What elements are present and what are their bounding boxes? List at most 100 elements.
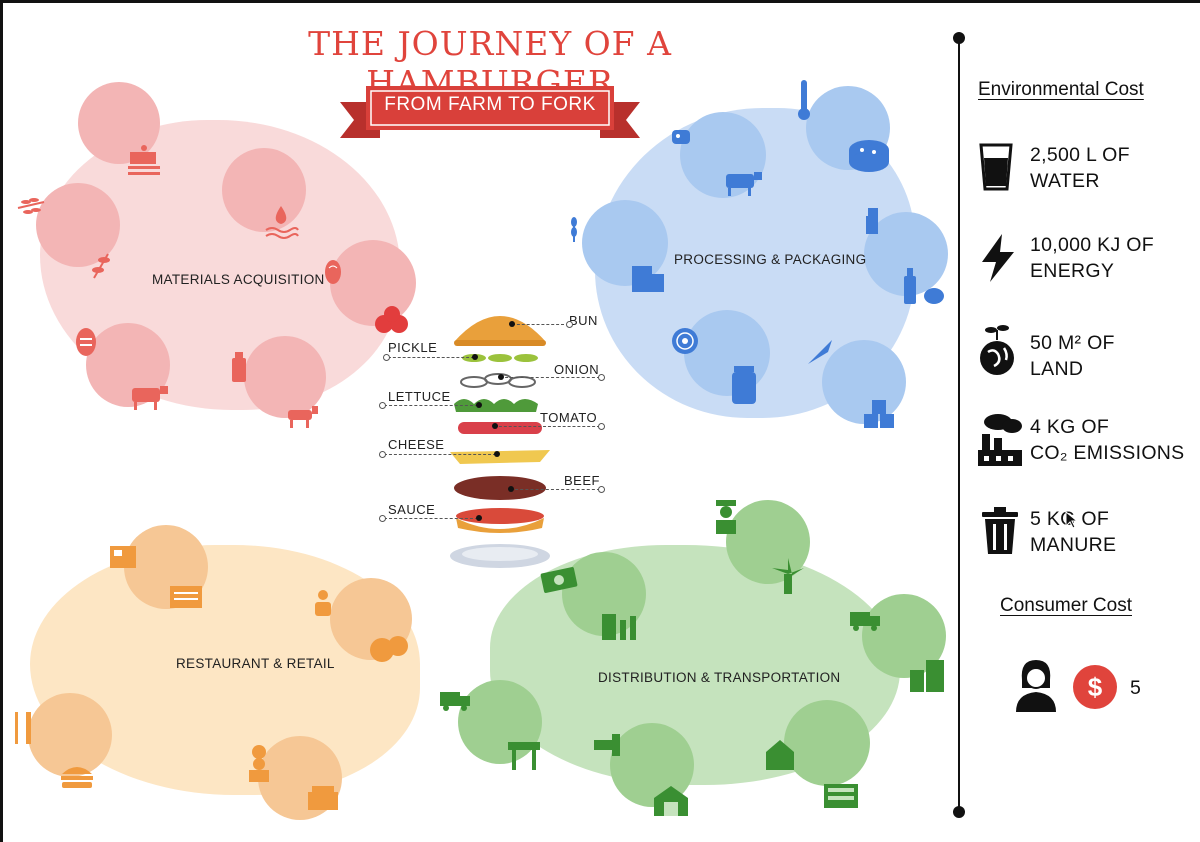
connector-ring-pickle bbox=[383, 354, 390, 361]
env-land: 50 M² OF LAND bbox=[1030, 330, 1115, 382]
trash-can-icon bbox=[982, 507, 1018, 554]
connector-bun bbox=[512, 324, 564, 325]
env-land-line2: LAND bbox=[1030, 358, 1084, 380]
distribution-circle-vegetables bbox=[784, 700, 870, 786]
chef-icon bbox=[249, 745, 269, 782]
materials-circle-cheese bbox=[244, 336, 326, 418]
steak-icon bbox=[672, 130, 690, 144]
meat-grinder-icon bbox=[594, 734, 620, 756]
connector-tomato bbox=[494, 426, 600, 427]
connector-ring-beef bbox=[598, 486, 605, 493]
connector-dot-onion bbox=[498, 374, 504, 380]
burger-label-onion: ONION bbox=[554, 362, 600, 377]
env-emissions-line2: CO₂ EMISSIONS bbox=[1030, 442, 1185, 464]
cow-icon-blue bbox=[726, 172, 762, 196]
city-buildings-icon bbox=[910, 660, 944, 692]
burger-label-cheese: CHEESE bbox=[388, 437, 445, 452]
connector-dot-sauce bbox=[476, 515, 482, 521]
stage-label-distribution: DISTRIBUTION & TRANSPORTATION bbox=[598, 670, 841, 685]
env-water: 2,500 L OF WATER bbox=[1030, 142, 1130, 194]
boxes-icon bbox=[864, 400, 894, 428]
fork-knife-icon bbox=[15, 712, 31, 744]
knife-icon bbox=[808, 340, 832, 364]
burger-label-tomato: TOMATO bbox=[540, 410, 598, 425]
subtitle-ribbon bbox=[340, 86, 640, 138]
connector-beef bbox=[510, 489, 600, 490]
water-glass-icon bbox=[979, 143, 1013, 191]
materials-circle-tomato bbox=[330, 240, 416, 326]
burger-stack bbox=[450, 316, 550, 568]
connector-sauce bbox=[384, 518, 478, 519]
connector-ring-bun bbox=[566, 321, 573, 328]
money-icon bbox=[540, 567, 578, 593]
pickle-jar-icon bbox=[732, 366, 756, 404]
connector-onion bbox=[500, 377, 600, 378]
wheat-icon bbox=[17, 198, 45, 214]
connector-cheese bbox=[384, 454, 496, 455]
connector-dot-pickle bbox=[472, 354, 478, 360]
burger-icon bbox=[61, 767, 93, 788]
flour-bag-icon bbox=[632, 266, 664, 292]
subtitle-text: FROM FARM TO FORK bbox=[384, 94, 596, 115]
env-energy: 10,000 KJ OF ENERGY bbox=[1030, 232, 1154, 284]
materials-circle-rice bbox=[36, 183, 120, 267]
svg-text:$: $ bbox=[1088, 672, 1103, 702]
stage-label-processing: PROCESSING & PACKAGING bbox=[674, 252, 867, 267]
goat-icon bbox=[288, 406, 318, 428]
connector-dot-cheese bbox=[494, 451, 500, 457]
dumpster-icon bbox=[308, 786, 338, 810]
processing-circle-rice bbox=[582, 200, 668, 286]
env-water-line1: 2,500 L OF bbox=[1030, 144, 1130, 166]
burger-label-beef: BEEF bbox=[564, 473, 600, 488]
person-icon bbox=[1016, 660, 1056, 712]
cheese-wheel-icon bbox=[849, 140, 889, 172]
farmer-icon bbox=[716, 500, 736, 534]
stage-label-restaurant: RESTAURANT & RETAIL bbox=[176, 656, 335, 671]
env-energy-line1: 10,000 KJ OF bbox=[1030, 234, 1154, 256]
timeline-dot-bottom bbox=[953, 806, 965, 818]
mouse-cursor-icon bbox=[1065, 510, 1079, 529]
env-land-line1: 50 M² OF bbox=[1030, 332, 1115, 354]
burger-label-bun: BUN bbox=[569, 313, 598, 328]
burger-label-sauce: SAUCE bbox=[388, 502, 436, 517]
connector-pickle bbox=[388, 357, 474, 358]
connector-ring-lettuce bbox=[379, 402, 386, 409]
cow-icon bbox=[132, 386, 168, 410]
connector-dot-beef bbox=[508, 486, 514, 492]
env-emissions: 4 KG OF CO₂ EMISSIONS bbox=[1030, 414, 1185, 466]
thermometer-icon bbox=[798, 80, 810, 120]
onion-slice-icon bbox=[672, 328, 698, 354]
truck-icon bbox=[850, 612, 880, 631]
window-frame-left bbox=[0, 0, 3, 842]
sprout-icon bbox=[92, 253, 110, 279]
market-stall-icon bbox=[508, 742, 540, 770]
grocery-cart-icon bbox=[824, 784, 858, 808]
distribution-circle-farm bbox=[726, 500, 810, 584]
egg-icon bbox=[76, 328, 96, 356]
lightning-icon bbox=[982, 234, 1014, 282]
materials-circle-vegetables bbox=[78, 82, 160, 164]
burger-label-pickle: PICKLE bbox=[388, 340, 438, 355]
onion-icon bbox=[325, 260, 341, 284]
tomato-icon bbox=[375, 306, 408, 333]
timeline-divider bbox=[958, 36, 960, 812]
infographic-title: THE JOURNEY OF A HAMBURGER bbox=[308, 24, 672, 102]
stage-label-materials: MATERIALS ACQUISITION bbox=[152, 272, 325, 287]
tractor-icon bbox=[128, 145, 160, 175]
env-manure-line2: MANURE bbox=[1030, 534, 1117, 556]
env-energy-line2: ENERGY bbox=[1030, 260, 1115, 282]
warehouse-icon bbox=[654, 786, 688, 816]
milk-bottle-icon bbox=[232, 352, 246, 382]
window-frame-top bbox=[0, 0, 1200, 3]
globe-plant-icon bbox=[980, 325, 1014, 375]
spray-bottle-icon bbox=[866, 208, 878, 234]
delivery-truck-icon bbox=[440, 692, 470, 711]
timeline-dot-top bbox=[953, 32, 965, 44]
connector-ring-tomato bbox=[598, 423, 605, 430]
restaurant-circle-assemble bbox=[28, 693, 112, 777]
connector-ring-onion bbox=[598, 374, 605, 381]
connector-lettuce bbox=[384, 405, 478, 406]
materials-circle-harvesting bbox=[222, 148, 306, 232]
connector-ring-cheese bbox=[379, 451, 386, 458]
connector-ring-sauce bbox=[379, 515, 386, 522]
